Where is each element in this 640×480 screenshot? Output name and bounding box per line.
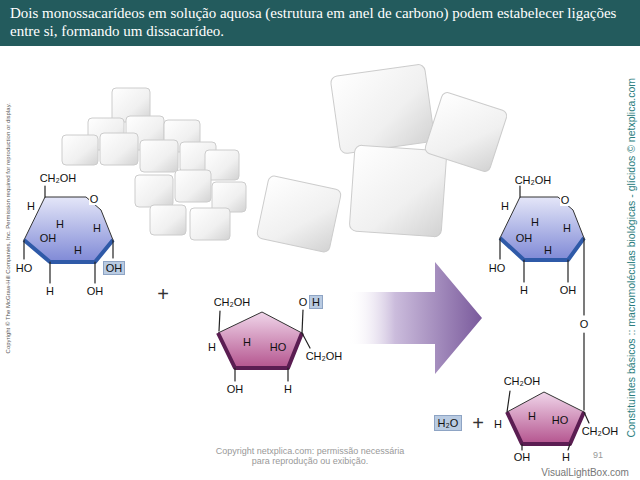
- ring-face: [500, 197, 584, 260]
- glycosidic-bond: [583, 333, 584, 410]
- atom-label: H: [531, 216, 539, 228]
- bond: [523, 260, 524, 282]
- bond: [234, 368, 235, 381]
- ring-front-edge: [507, 412, 584, 444]
- atom-label: CH₂OH: [40, 172, 77, 184]
- bond: [94, 262, 95, 283]
- ring-oxygen: O: [560, 194, 571, 206]
- atom-label: HO: [552, 414, 569, 426]
- sugar-cube: [135, 175, 173, 207]
- atom-label: CH₂OH: [515, 174, 552, 186]
- glycosidic-bond: [583, 238, 584, 315]
- side-caption: Constituintes básicos :: macromoléculas …: [626, 78, 638, 438]
- water-label: H₂O: [434, 415, 463, 431]
- plus-sign: +: [157, 283, 169, 305]
- atom-label: H: [56, 218, 64, 230]
- glucose-ring: [24, 197, 113, 262]
- atom-label: H: [243, 336, 251, 348]
- ring-front-edge: [24, 240, 113, 262]
- atom-label: H: [501, 200, 509, 212]
- atom-label: OH: [514, 451, 531, 463]
- ring-face: [24, 197, 113, 262]
- bond: [49, 262, 50, 283]
- sugar-cube: [62, 135, 98, 165]
- atom-label: HO: [489, 262, 506, 274]
- atom-label: H: [562, 451, 570, 463]
- atom-label: H: [544, 244, 552, 256]
- reaction-arrow: [348, 262, 482, 374]
- highlighted-atom: H: [309, 295, 323, 309]
- bond: [568, 444, 570, 450]
- slide-title: Dois monossacarídeos em solução aquosa (…: [0, 0, 632, 40]
- atom-label: O: [299, 296, 308, 308]
- atom-label: H: [520, 284, 528, 296]
- sugar-cube: [190, 208, 230, 240]
- ring-oxygen: O: [89, 193, 100, 205]
- sugar-cube: [424, 91, 508, 173]
- atom-label: H: [208, 341, 216, 353]
- bond: [302, 310, 303, 333]
- bond: [521, 444, 522, 450]
- atom-label: H: [27, 200, 35, 212]
- ring-face: [507, 392, 584, 444]
- atom-label: H: [494, 418, 502, 430]
- sugar-cube: [256, 175, 342, 253]
- bond: [112, 240, 113, 258]
- ring-front-edge: [500, 238, 584, 260]
- atom-label: H: [563, 222, 571, 234]
- sugar-cube: [175, 170, 211, 202]
- sugar-cube: [140, 140, 178, 172]
- atom-label: OH: [40, 232, 57, 244]
- atom-label: OH: [227, 383, 244, 395]
- sucrose-fructose-ring: [507, 392, 584, 444]
- bond: [287, 368, 288, 381]
- copyright-note: Copyright netxplica.com: permissão neces…: [215, 447, 405, 467]
- ring-front-edge: [218, 333, 302, 368]
- atom-label: CH₂OH: [306, 350, 343, 362]
- copyright-note: Copyright © The McGraw-Hill Companies, I…: [5, 103, 12, 353]
- atom-label: CH₂OH: [504, 375, 541, 387]
- highlighted-atom: OH: [103, 261, 126, 275]
- bond: [507, 391, 510, 412]
- bond: [499, 238, 500, 259]
- atom-label: H: [284, 383, 292, 395]
- sugar-cubes: [256, 64, 508, 253]
- bond: [23, 240, 24, 259]
- plus-sign: +: [472, 412, 484, 434]
- bond: [584, 412, 589, 423]
- fructose-ring: [218, 312, 302, 368]
- page-number: 91: [593, 451, 603, 461]
- atom-label: O: [580, 318, 589, 330]
- sugar-cube: [330, 64, 435, 154]
- watermark: VisualLightBox.com: [541, 467, 629, 478]
- bond-lines: [24, 186, 589, 450]
- atom-label: OH: [560, 284, 577, 296]
- sucrose-glucose-ring: [500, 197, 584, 260]
- sugar-cube: [349, 145, 447, 237]
- atom-label: H: [74, 244, 82, 256]
- atom-label: H: [528, 410, 536, 422]
- atom-label: OH: [87, 285, 104, 297]
- atom-label: HO: [270, 341, 287, 353]
- ring-face: [218, 312, 302, 368]
- bond: [519, 186, 520, 197]
- atom-label: CH₂OH: [582, 425, 619, 437]
- title-band: Dois monossacarídeos em solução aquosa (…: [0, 0, 640, 46]
- atom-label: HO: [16, 262, 33, 274]
- sugar-cube: [100, 133, 138, 165]
- atom-label: H: [93, 222, 101, 234]
- bond: [44, 186, 45, 197]
- bond: [219, 311, 220, 331]
- atom-label: H: [46, 285, 54, 297]
- atom-label: CH₂OH: [214, 296, 251, 308]
- bond: [302, 333, 310, 348]
- bond: [567, 260, 568, 282]
- sugar-cube: [150, 205, 186, 235]
- atom-label: OH: [516, 232, 533, 244]
